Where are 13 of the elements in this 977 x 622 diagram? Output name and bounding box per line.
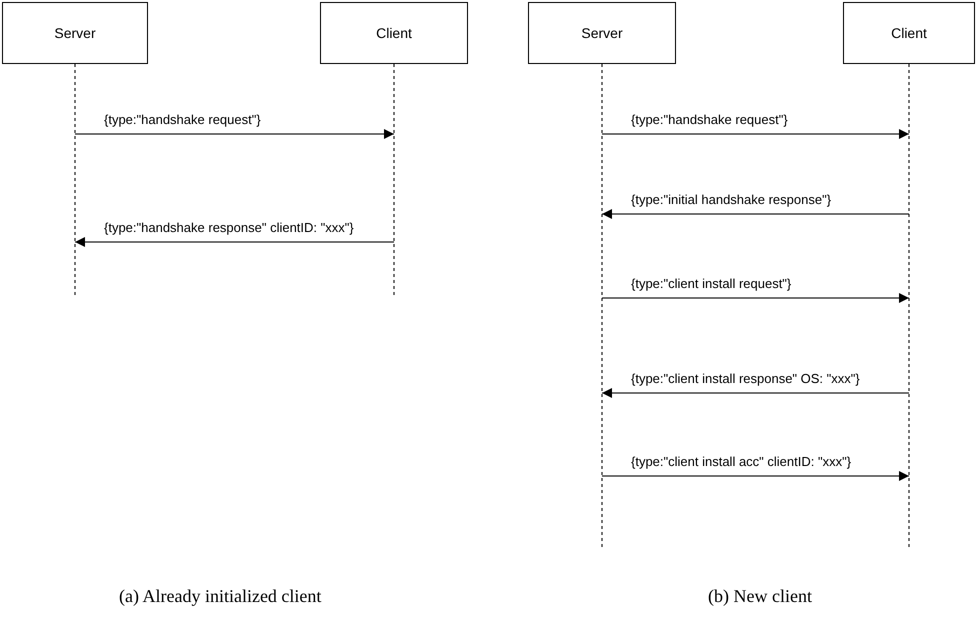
arrow: [602, 388, 910, 398]
arrow: [602, 209, 910, 219]
arrow: [602, 293, 910, 303]
arrow: [74, 237, 394, 247]
participant-box: Server: [2, 2, 148, 64]
participant-box: Client: [320, 2, 468, 64]
arrow: [602, 129, 910, 139]
participant-box: Client: [843, 2, 975, 64]
participant-box: Server: [528, 2, 676, 64]
caption: (b) New client: [708, 586, 812, 607]
caption: (a) Already initialized client: [119, 586, 322, 607]
arrow: [602, 471, 910, 481]
arrow: [74, 129, 394, 139]
